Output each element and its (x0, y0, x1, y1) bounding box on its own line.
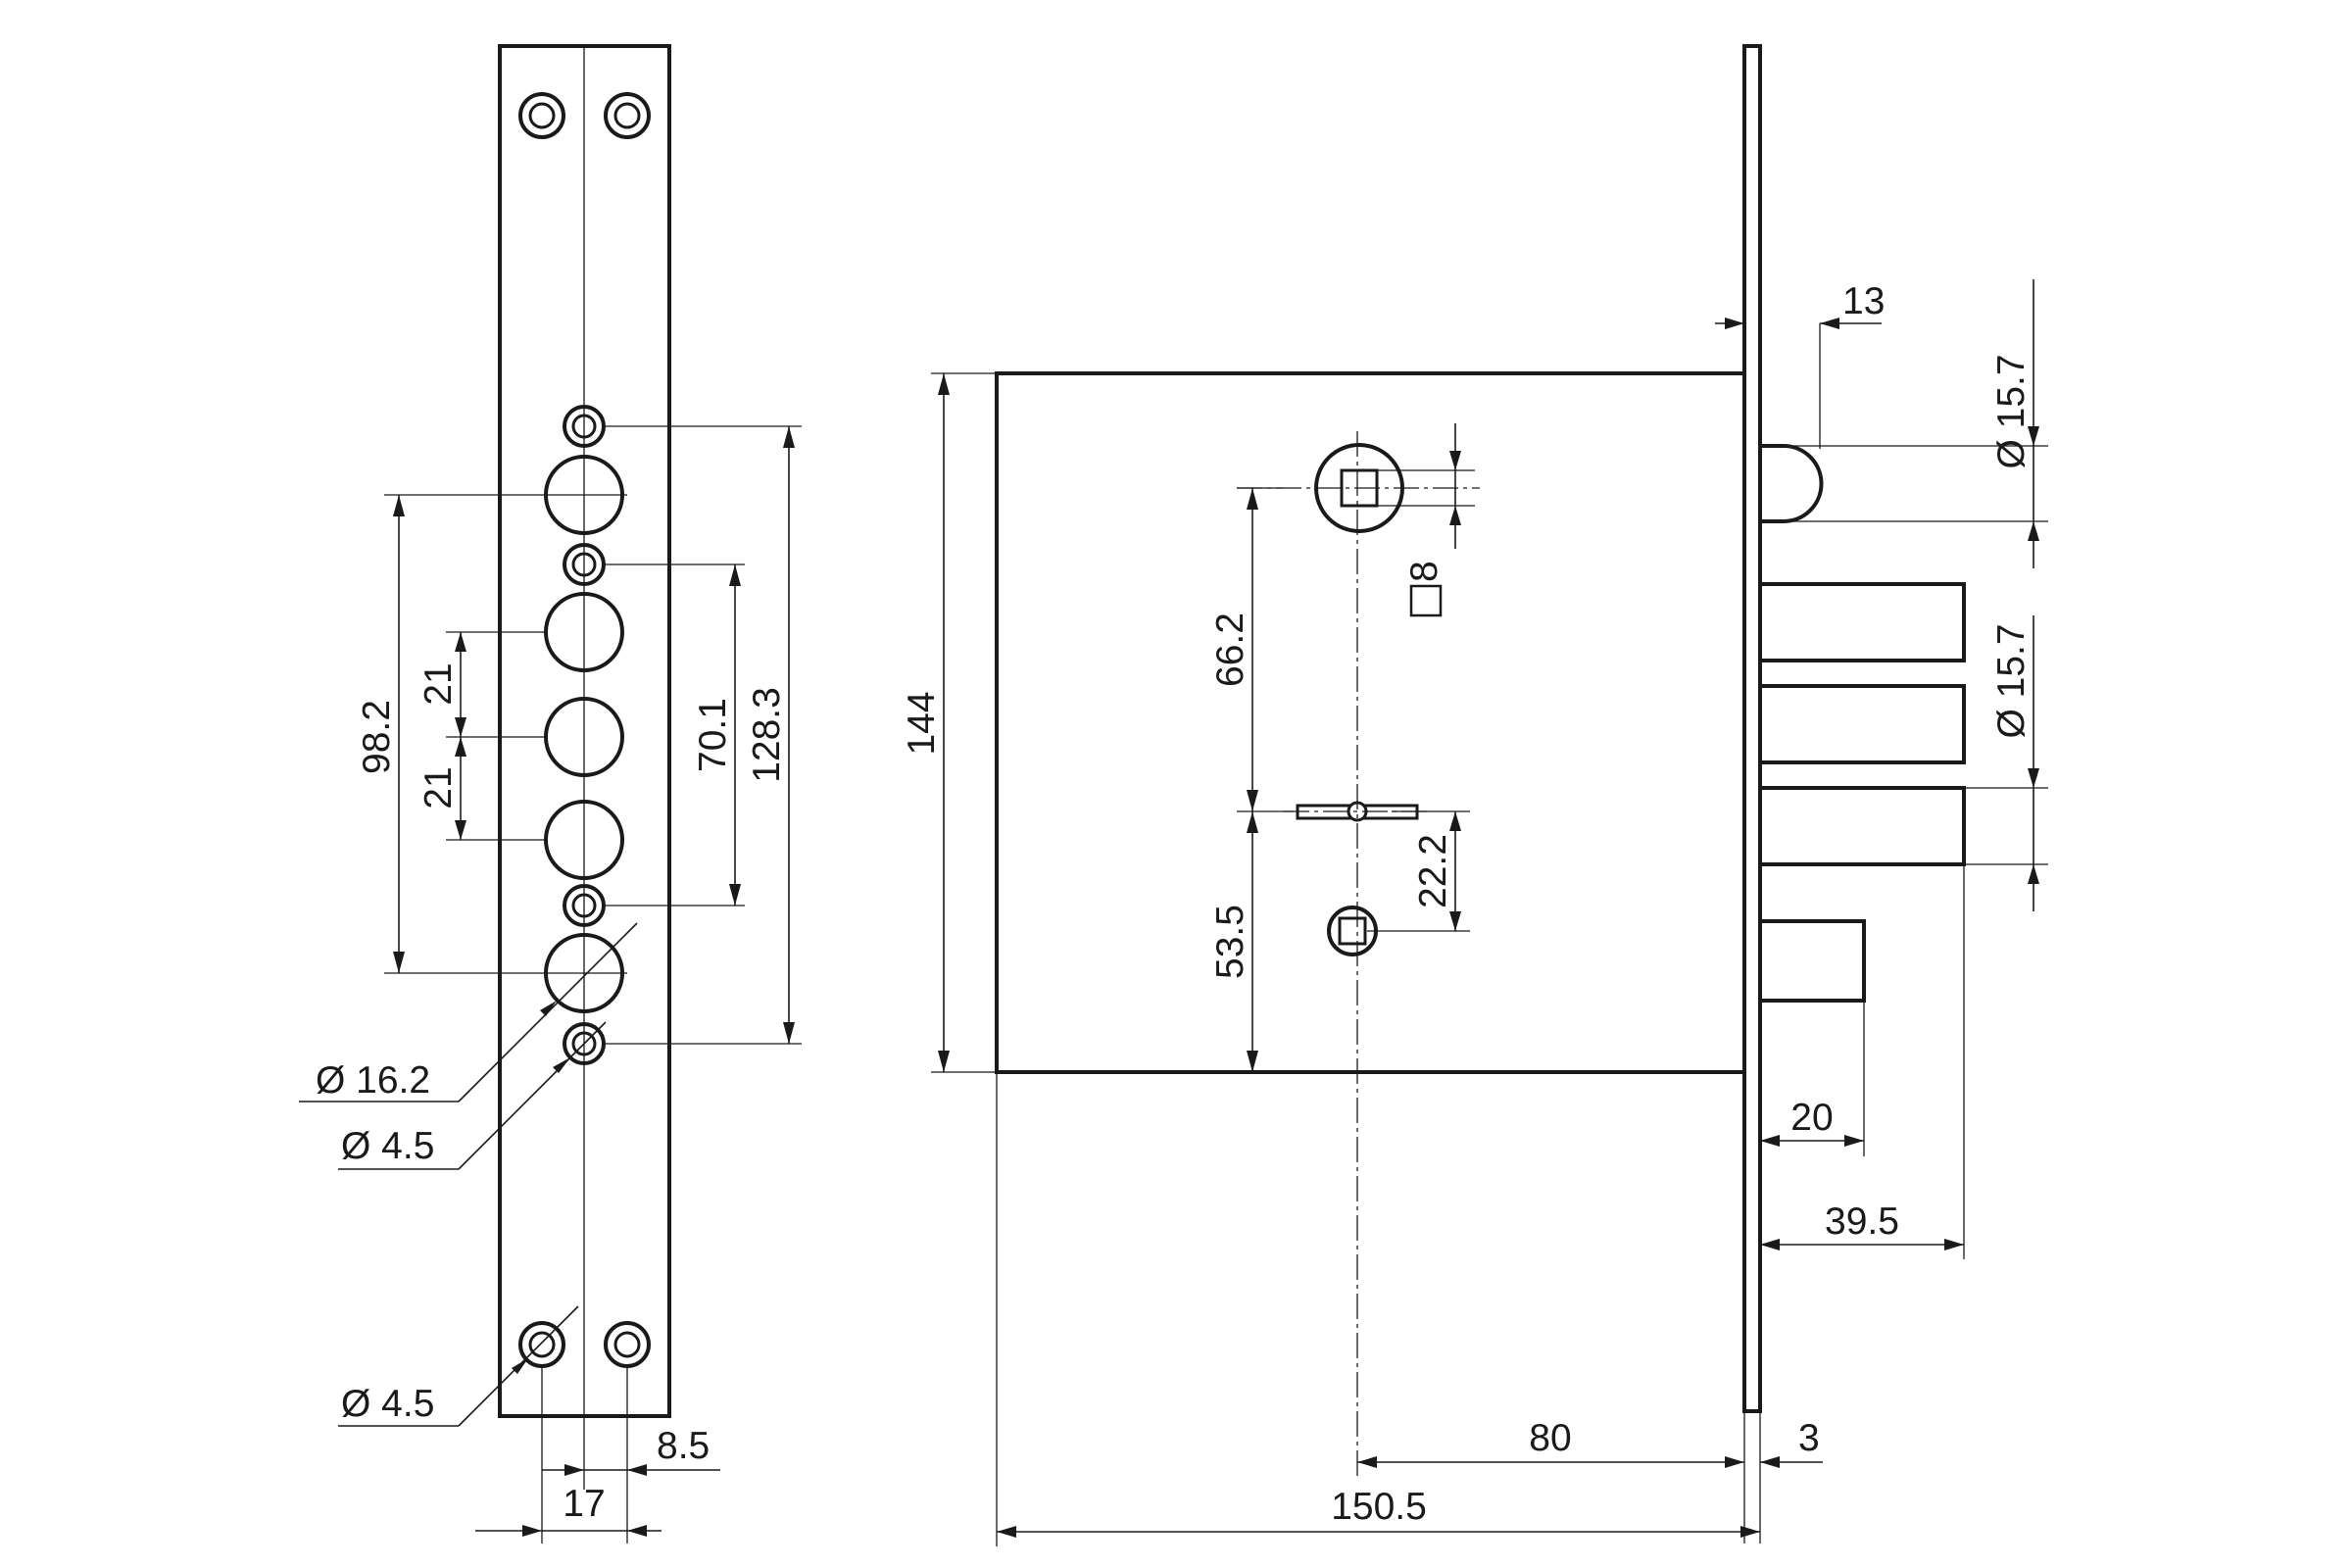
lock-body-dimensions: 144 66.2 53.5 22.2 13 (901, 279, 2048, 1546)
dim-66-2-label: 66.2 (1209, 612, 1251, 687)
dim-70-1-label: 70.1 (692, 698, 734, 772)
square-8-label: 8 (1403, 561, 1446, 582)
dim-17-label: 17 (563, 1483, 605, 1525)
spindle-hub (1314, 443, 1404, 533)
dim-80-label: 80 (1529, 1417, 1571, 1459)
dia-15-7-top-label: Ø 15.7 (1990, 354, 2033, 468)
screw-hole-top-left (518, 92, 565, 139)
dead-bolt-1 (1758, 582, 1966, 662)
dim-144-label: 144 (901, 691, 943, 755)
dim-39-5-label: 39.5 (1825, 1200, 1899, 1243)
bolt-hole-2 (544, 592, 624, 672)
dim-21-lower-label: 21 (417, 766, 460, 808)
faceplate-view (498, 44, 671, 1418)
dim-98-2-label: 98.2 (356, 700, 398, 774)
screw-hole-bottom-right (604, 1321, 651, 1368)
bolt-hole-3 (544, 697, 624, 777)
dim-8-5-label: 8.5 (657, 1425, 710, 1467)
square-symbol (1409, 584, 1443, 617)
dim-150-5-label: 150.5 (1331, 1486, 1427, 1528)
dia-15-7-mid-label: Ø 15.7 (1990, 623, 2033, 738)
square-spindle (1340, 468, 1379, 508)
front-plate (1742, 44, 1762, 1413)
round-latch (1758, 444, 1824, 523)
dia-4-5-bottom-label: Ø 4.5 (341, 1383, 434, 1425)
dim-13-label: 13 (1842, 280, 1885, 322)
short-bolt (1758, 919, 1866, 1003)
dim-20-label: 20 (1790, 1097, 1833, 1139)
faceplate-dimensions: 98.2 21 21 70.1 128.3 Ø 16.2 (299, 425, 802, 1544)
dim-21-upper-label: 21 (417, 662, 460, 705)
screw-hole-top-right (604, 92, 651, 139)
lock-case (995, 371, 1746, 1074)
screw-hole-bottom-left (518, 1321, 565, 1368)
bolt-hole-4 (544, 800, 624, 880)
dead-bolt-2 (1758, 684, 1966, 764)
dim-22-2-label: 22.2 (1412, 834, 1454, 908)
dim-53-5-label: 53.5 (1209, 905, 1251, 979)
follower-square (1338, 916, 1367, 946)
dia-16-2-label: Ø 16.2 (316, 1059, 430, 1102)
dim-128-3-label: 128.3 (746, 687, 788, 783)
lock-body-view: 8 (995, 44, 1966, 1480)
dead-bolt-3 (1758, 786, 1966, 866)
dim-3-label: 3 (1798, 1417, 1820, 1459)
dia-4-5-mid-label: Ø 4.5 (341, 1125, 434, 1167)
